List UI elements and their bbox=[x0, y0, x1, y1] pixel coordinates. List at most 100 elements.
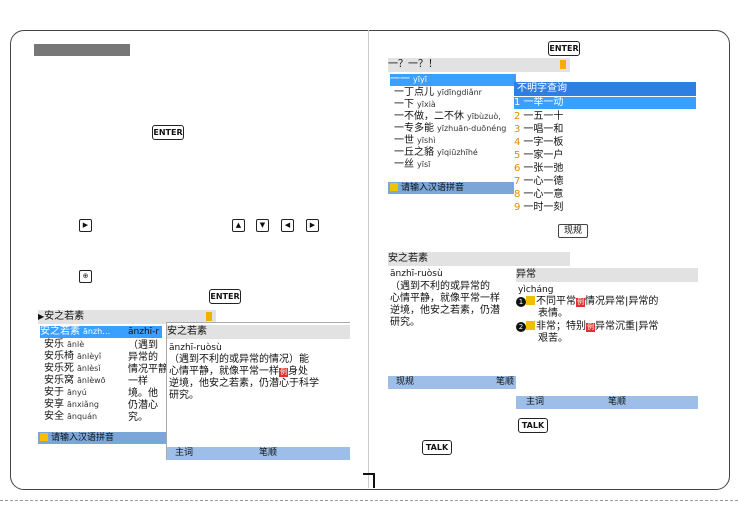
detail-line: （遇到不利的或异常的情况）能 bbox=[169, 354, 309, 365]
bookmark-icon bbox=[206, 312, 212, 321]
talk-key-icon: TALK bbox=[518, 418, 548, 433]
arrow-right-icon-2: ▶ bbox=[306, 219, 319, 232]
pos-tag-icon bbox=[526, 321, 535, 330]
detail-line: 研究。 bbox=[169, 390, 199, 401]
detail-line-back: 仍潜心 bbox=[128, 400, 158, 411]
search-marker: ▶ bbox=[38, 312, 45, 321]
detail-line: 研究。 bbox=[390, 317, 420, 328]
enter-key-icon-3: ENTER bbox=[548, 41, 580, 56]
xiangui-key-icon: 现规 bbox=[558, 224, 588, 238]
search-text: 安之若素 bbox=[44, 311, 85, 322]
detail-line-back: 境。他 bbox=[128, 388, 158, 399]
example-badge-icon: 例 bbox=[279, 368, 288, 377]
enter-key-icon-2: ENTER bbox=[209, 289, 241, 304]
input-icon bbox=[40, 433, 48, 441]
detail-line: 心情平静，就像平常一样例身处 bbox=[169, 366, 308, 377]
softkey-bar: 主词 笔顺 bbox=[167, 447, 350, 460]
search-bar[interactable]: ▶安之若素 bbox=[38, 310, 216, 324]
arrow-left-icon: ◀ bbox=[281, 219, 294, 232]
detail-pinyin-back: ānzhī-r bbox=[128, 327, 160, 337]
number-circle-icon: 1 bbox=[516, 297, 526, 307]
right-bottom-device-screen: 安之若素 ānzhī-ruòsù （遇到不利的或异常的 心情平静，就像平常一样 … bbox=[388, 250, 700, 412]
softkey-stroke-order[interactable]: 笔顺 bbox=[608, 397, 627, 407]
zoom-key-icon: ⊕ bbox=[79, 270, 92, 283]
detail-line-back: 究。 bbox=[128, 412, 148, 423]
softkey-xiangui[interactable]: 现规 bbox=[396, 377, 415, 387]
softkey-stroke-order[interactable]: 笔顺 bbox=[496, 377, 515, 387]
enter-key-icon: ENTER bbox=[152, 125, 184, 140]
definition-2-cont: 艰苦。 bbox=[538, 333, 568, 344]
path-text: 一？一？！ bbox=[388, 59, 438, 70]
input-icon bbox=[390, 183, 398, 191]
detail-popup: 安之若素 ānzhī-ruòsù （遇到不利的或异常的情况）能 心情平静，就像平… bbox=[166, 322, 350, 460]
softkey-main-word[interactable]: 主词 bbox=[526, 397, 545, 407]
detail-pinyin: ānzhī-ruòsù bbox=[169, 343, 222, 353]
talk-key-icon-2: TALK bbox=[422, 440, 452, 455]
page-frame bbox=[10, 30, 730, 490]
detail-line: （遇到不利的或异常的 bbox=[390, 281, 490, 292]
popup-title: 异常 bbox=[516, 268, 698, 282]
detail-line: 逆境，他安之若素，仍潜心于科学 bbox=[169, 378, 319, 389]
section-header-bar bbox=[34, 44, 130, 56]
search-bar[interactable]: 安之若素 bbox=[388, 252, 570, 266]
detail-line-back: 情况平静 bbox=[128, 364, 168, 375]
center-divider bbox=[368, 30, 369, 488]
detail-line-back: （遇到 bbox=[128, 340, 158, 351]
bookmark-icon bbox=[560, 60, 566, 69]
detail-line: 逆境，他安之若素，仍潜 bbox=[390, 305, 500, 316]
arrow-up-icon: ▲ bbox=[232, 219, 245, 232]
pos-tag-icon bbox=[526, 296, 535, 305]
popup-pinyin: yìcháng bbox=[518, 285, 554, 295]
example-badge-icon: 例 bbox=[576, 298, 585, 307]
definition-1-cont: 表情。 bbox=[538, 308, 568, 319]
popup-title: 不明字查询 bbox=[514, 82, 696, 96]
page-corner-mark bbox=[363, 473, 375, 488]
detail-line-back: 一样 bbox=[128, 376, 148, 387]
arrow-down-icon: ▼ bbox=[256, 219, 269, 232]
number-circle-icon: 2 bbox=[516, 322, 526, 332]
detail-line: 心情平静，就像平常一样 bbox=[390, 293, 500, 304]
arrow-right-icon: ▶ bbox=[79, 219, 92, 232]
detail-line-back: 异常的 bbox=[128, 352, 158, 363]
path-bar: 一？一？！ bbox=[388, 58, 570, 72]
pinyin-input-bar[interactable]: 请输入汉语拼音 bbox=[38, 432, 166, 444]
softkey-bar: 现规 笔顺 bbox=[388, 376, 516, 389]
softkey-stroke-order[interactable]: 笔顺 bbox=[259, 448, 278, 458]
detail-pinyin: ānzhī-ruòsù bbox=[390, 269, 443, 279]
softkey-main-word[interactable]: 主词 bbox=[175, 448, 194, 458]
softkey-bar: 主词 笔顺 bbox=[516, 396, 698, 409]
crop-line bbox=[0, 500, 738, 501]
pinyin-input-bar[interactable]: 请输入汉语拼音 bbox=[388, 182, 516, 194]
